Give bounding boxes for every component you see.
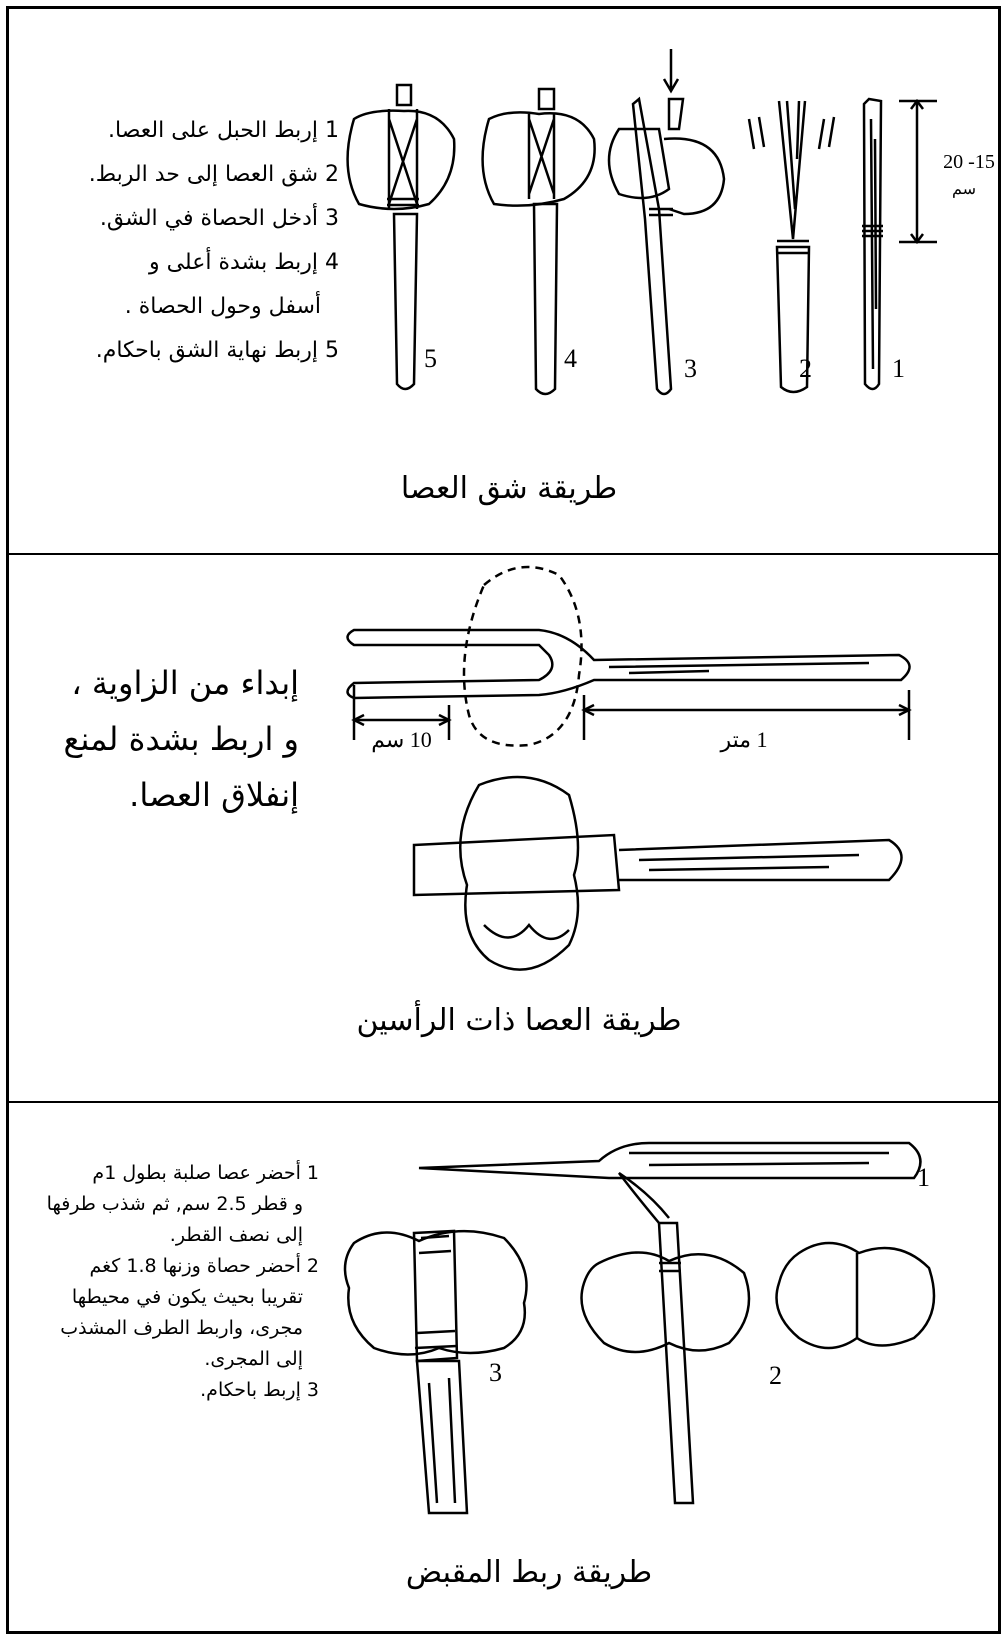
dim-short: 10 سم: [359, 727, 444, 753]
stick-3-drawing: [609, 49, 724, 394]
step-number: 1: [917, 1163, 930, 1193]
panel-two-head-stick: إبداء من الزاوية ، و اربط بشدة لمنع إنفل…: [9, 555, 998, 1103]
stick-number: 2: [799, 354, 812, 384]
stick-number: 4: [564, 344, 577, 374]
panel3-illustrations: [9, 1103, 998, 1631]
panel1-caption: طريقة شق العصا: [389, 471, 629, 506]
stick-4-drawing: [483, 89, 595, 394]
panel-split-stick: 1 إربط الحبل على العصا. 2 شق العصا إلى ح…: [9, 9, 998, 555]
dim-long: 1 متر: [699, 727, 789, 753]
panel-handle-binding: 1 أحضر عصا صلبة بطول 1م و قطر 2.5 سم, ثم…: [9, 1103, 998, 1631]
dimension-value: 20 -15: [934, 151, 1004, 174]
stick-number: 3: [684, 354, 697, 384]
stick-number: 5: [424, 344, 437, 374]
stick-1-drawing: [862, 99, 937, 389]
step-number: 2: [769, 1361, 782, 1391]
step-number: 3: [489, 1358, 502, 1388]
stick-2-drawing: [749, 101, 834, 392]
stick-number: 1: [892, 354, 905, 384]
panel2-caption: طريقة العصا ذات الرأسين: [349, 1003, 689, 1038]
stick-5-drawing: [348, 85, 455, 389]
dimension-unit: سم: [934, 179, 994, 199]
panel3-caption: طريقة ربط المقبض: [404, 1555, 654, 1590]
figure-frame: 1 إربط الحبل على العصا. 2 شق العصا إلى ح…: [6, 6, 1001, 1634]
